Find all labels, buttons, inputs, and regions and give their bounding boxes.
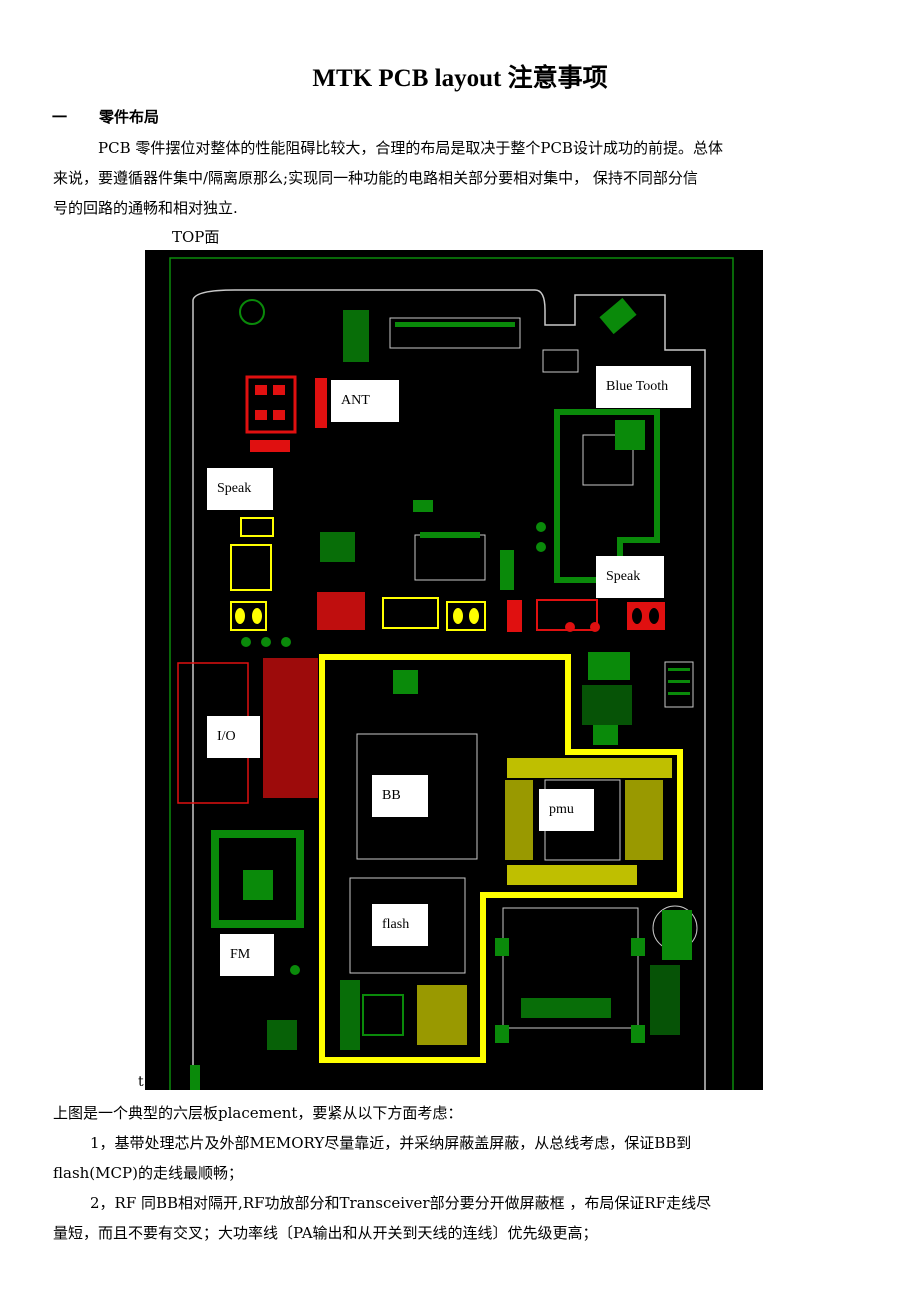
point-1-line-2: flash(MCP)的走线最顺畅； <box>53 1164 243 1182</box>
rf-chip <box>245 375 297 434</box>
mount-hole <box>239 299 265 325</box>
pcb-drawing <box>169 257 734 1099</box>
pcb-label-fm: FM <box>220 934 274 976</box>
fm-shield <box>211 830 304 928</box>
intro-line-2: 来说，要遵循器件集中/隔离原那么;实现同一种功能的电路相关部分要相对集中， 保持… <box>53 169 698 187</box>
pcb-label-speak-right: Speak <box>596 556 664 598</box>
pcb-label-bb: BB <box>372 775 428 817</box>
figure-caption: TOP面 <box>172 228 220 246</box>
pcb-label-pmu: pmu <box>539 789 594 831</box>
page-title: MTK PCB layout 注意事项 <box>312 65 608 92</box>
section-heading: 一 零件布局 <box>52 106 159 127</box>
bb-chip <box>356 733 478 860</box>
pcb-label-ant: ANT <box>331 380 399 422</box>
intro-line-3: 号的回路的通畅和相对独立. <box>53 199 238 217</box>
section-title: 零件布局 <box>99 108 160 126</box>
connector <box>389 317 521 349</box>
pcb-layout-image: ANT Blue Tooth Speak Speak I/O BB pmu fl… <box>145 250 763 1099</box>
bb-shield <box>319 654 683 1063</box>
flash-chip <box>349 877 466 974</box>
pcb-label-speak-left: Speak <box>207 468 273 510</box>
board-outline <box>192 289 706 1090</box>
pcb-label-bluetooth: Blue Tooth <box>596 366 691 408</box>
pcb-label-io: I/O <box>207 716 260 758</box>
summary-text: 上图是一个典型的六层板placement，要紧从以下方面考虑： <box>53 1104 463 1122</box>
section-number: 一 <box>52 108 68 126</box>
bt-shield <box>554 409 660 583</box>
point-2-line-1: 2，RF 同BB相对隔开,RF功放部分和Transceiver部分要分开做屏蔽框… <box>90 1194 712 1212</box>
pcb-label-flash: flash <box>372 904 428 946</box>
stray-char: t <box>138 1074 144 1090</box>
sim-card-slot <box>502 907 639 1029</box>
point-2-line-2: 量短，而且不要有交叉；大功率线〔PA输出和从开关到天线的连线〕优先级更高； <box>53 1224 598 1242</box>
intro-line-1: PCB 零件摆位对整体的性能阻碍比较大，合理的布局是取决于整个PCB设计成功的前… <box>98 139 723 157</box>
mid-chip <box>414 534 486 581</box>
point-1-line-1: 1，基带处理芯片及外部MEMORY尽量靠近，并采纳屏蔽盖屏蔽，从总线考虑，保证B… <box>90 1134 692 1152</box>
